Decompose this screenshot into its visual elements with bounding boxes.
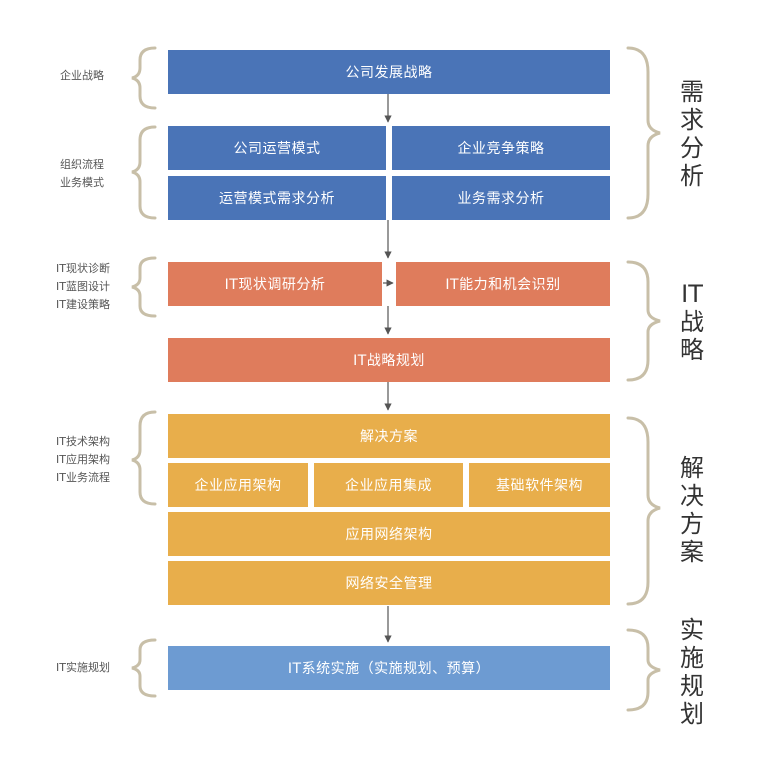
right-bracket-it (626, 260, 661, 382)
left-bracket-arch (131, 410, 157, 506)
phase-char: 分 (680, 134, 704, 162)
box-enterprise-app-integration: 企业应用集成 (314, 463, 463, 507)
phase-solution: 解 决 方 案 (676, 454, 708, 566)
box-it-capability: IT能力和机会识别 (396, 262, 610, 306)
phase-char: 方 (680, 510, 704, 538)
box-network-security: 网络安全管理 (168, 561, 610, 605)
phase-char: 施 (680, 644, 704, 672)
label-enterprise-strategy: 企业战略 (60, 67, 104, 85)
phase-char: 略 (680, 336, 704, 364)
box-solution: 解决方案 (168, 414, 610, 458)
box-app-network-arch: 应用网络架构 (168, 512, 610, 556)
label-text: IT建设策略 (56, 298, 110, 311)
box-it-system-implementation: IT系统实施（实施规划、预算） (168, 646, 610, 690)
right-bracket-impl (626, 628, 661, 712)
label-text: 业务模式 (60, 176, 104, 189)
right-bracket-needs (626, 46, 661, 220)
phase-char: 求 (680, 106, 704, 134)
label-text: 组织流程 (60, 158, 104, 171)
box-competition-strategy: 企业竞争策略 (392, 126, 610, 170)
phase-char: 解 (680, 454, 704, 482)
label-org-business: 组织流程 业务模式 (60, 156, 104, 192)
label-text: IT技术架构 (56, 435, 110, 448)
label-it-status: IT现状诊断 IT蓝图设计 IT建设策略 (56, 260, 110, 314)
right-bracket-solution (626, 416, 661, 606)
box-operation-model: 公司运营模式 (168, 126, 386, 170)
label-text: IT业务流程 (56, 471, 110, 484)
label-text: IT现状诊断 (56, 262, 110, 275)
phase-char: 战 (680, 308, 704, 336)
left-bracket-org (131, 125, 157, 220)
box-operation-needs: 运营模式需求分析 (168, 176, 386, 220)
phase-it-strategy: IT 战 略 (676, 280, 708, 364)
label-it-implementation: IT实施规划 (56, 659, 110, 677)
label-text: 企业战略 (60, 69, 104, 82)
phase-char: 规 (680, 672, 704, 700)
left-bracket-impl (131, 638, 157, 698)
phase-char: 需 (680, 78, 704, 106)
box-enterprise-app-arch: 企业应用架构 (168, 463, 308, 507)
label-text: IT应用架构 (56, 453, 110, 466)
phase-char: IT (681, 280, 703, 308)
label-text: IT蓝图设计 (56, 280, 110, 293)
phase-char: 决 (680, 482, 704, 510)
phase-char: 析 (680, 162, 704, 190)
phase-char: 案 (680, 538, 704, 566)
phase-char: 实 (680, 616, 704, 644)
phase-char: 划 (680, 700, 704, 728)
box-business-needs: 业务需求分析 (392, 176, 610, 220)
box-it-strategy-plan: IT战略规划 (168, 338, 610, 382)
phase-needs-analysis: 需 求 分 析 (676, 78, 708, 190)
label-text: IT实施规划 (56, 661, 110, 674)
box-company-strategy: 公司发展战略 (168, 50, 610, 94)
left-bracket-it (131, 256, 157, 318)
box-base-software-arch: 基础软件架构 (469, 463, 610, 507)
box-it-status: IT现状调研分析 (168, 262, 382, 306)
label-it-architecture: IT技术架构 IT应用架构 IT业务流程 (56, 433, 110, 487)
left-bracket-strategy (131, 46, 157, 110)
phase-implementation-plan: 实 施 规 划 (676, 616, 708, 728)
